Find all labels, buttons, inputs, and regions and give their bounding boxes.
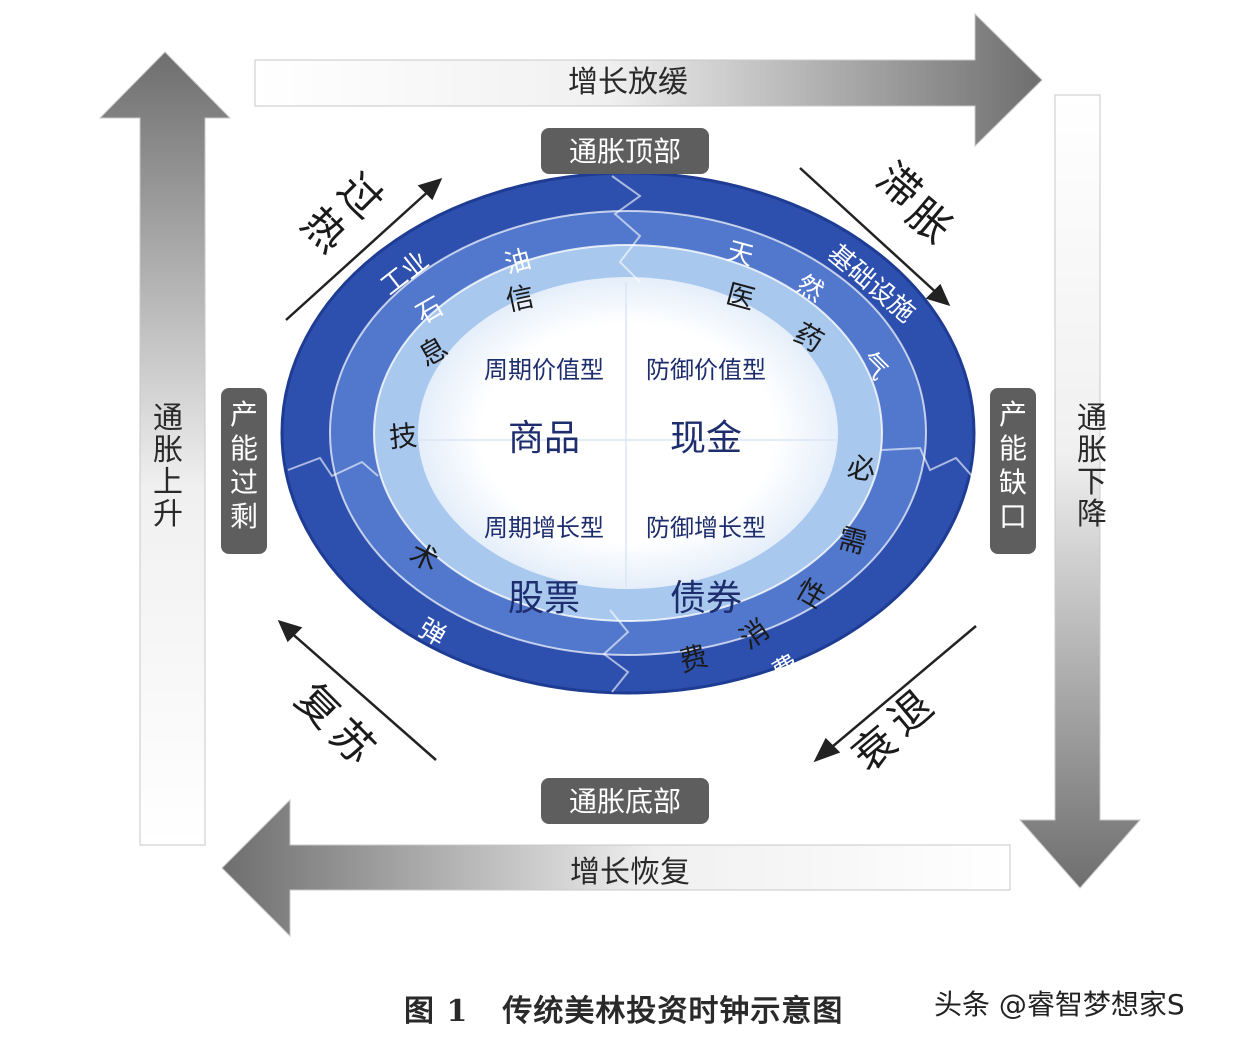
- recession-arrow: [813, 625, 977, 763]
- figure-caption: 图 1 传统美林投资时钟示意图: [404, 986, 843, 1030]
- svg-text:通胀底部: 通胀底部: [569, 785, 681, 818]
- quadrant-stock-type: 周期增长型: [484, 514, 604, 542]
- quadrant-cash-asset: 现金: [670, 418, 742, 459]
- middle-ring-edge: [329, 210, 927, 656]
- svg-text:产: 产: [999, 398, 1027, 431]
- quadrant-bond-type: 防御增长型: [646, 514, 766, 542]
- recovery-arrow: [277, 620, 437, 761]
- left-arrow: [98, 51, 232, 846]
- quadrant-dividers: [420, 282, 838, 588]
- svg-text:剩: 剩: [230, 500, 258, 533]
- badge-right: 产 能 缺 口: [990, 388, 1036, 554]
- badge-bottom: 通胀底部: [541, 778, 709, 824]
- phase-recession-label: 衰 退: [843, 681, 943, 782]
- svg-text:通: 通: [153, 401, 183, 436]
- svg-text:能: 能: [999, 432, 1027, 465]
- stagflation-arrow: [799, 167, 951, 306]
- figure-number: 图 1: [404, 994, 469, 1029]
- figure-title: 传统美林投资时钟示意图: [502, 994, 844, 1029]
- svg-text:通胀顶部: 通胀顶部: [569, 135, 681, 168]
- segment-boundaries: [287, 175, 973, 693]
- quadrant-stock-asset: 股票: [508, 578, 580, 619]
- overheat-arrow: [285, 178, 443, 321]
- outer-label-finance: 金融: [832, 633, 889, 692]
- quadrant-cash-type: 防御价值型: [646, 356, 766, 384]
- center-area: [418, 277, 838, 589]
- svg-text:必: 必: [845, 450, 877, 487]
- quadrant-bond-asset: 债券: [670, 578, 742, 619]
- svg-text:下: 下: [1077, 465, 1107, 500]
- svg-text:胀: 胀: [1077, 433, 1107, 468]
- quadrant-commodity-type: 周期价值型: [484, 356, 604, 384]
- quadrant-commodity: 周期价值型 商品: [484, 356, 604, 459]
- phase-recovery-label: 复 苏: [286, 674, 384, 774]
- svg-text:技: 技: [388, 419, 419, 454]
- svg-text:口: 口: [999, 500, 1027, 533]
- quadrant-cash: 防御价值型 现金: [646, 356, 766, 459]
- badge-top: 通胀顶部: [541, 128, 709, 174]
- quadrant-bond: 防御增长型 债券: [646, 514, 766, 619]
- left-arrow-label: 通 胀 上 升: [153, 401, 183, 532]
- badge-left: 产 能 过 剩: [221, 388, 267, 554]
- svg-text:上: 上: [153, 465, 183, 500]
- bottom-arrow: [221, 798, 1011, 938]
- svg-text:能: 能: [230, 432, 258, 465]
- svg-text:产: 产: [230, 398, 258, 431]
- top-arrow: [254, 12, 1043, 148]
- svg-text:胀: 胀: [153, 433, 183, 468]
- svg-text:消: 消: [663, 691, 694, 725]
- clock-svg: 增长放缓 增长恢复 通 胀 上 升 通 胀 下 降 通胀顶部 通胀底部: [98, 12, 1142, 938]
- top-arrow-label: 增长放缓: [568, 65, 688, 100]
- bottom-arrow-label: 增长恢复: [570, 855, 690, 890]
- phase-stagflation-label: 滞 胀: [867, 153, 961, 254]
- svg-text:过: 过: [230, 466, 258, 499]
- watermark: 头条 @睿智梦想家S: [934, 988, 1185, 1021]
- svg-text:缺: 缺: [999, 466, 1027, 499]
- quadrant-commodity-asset: 商品: [508, 418, 580, 459]
- svg-text:升: 升: [153, 497, 183, 532]
- svg-text:通: 通: [1077, 401, 1107, 436]
- right-arrow: [1018, 94, 1142, 889]
- svg-text:性: 性: [528, 685, 559, 719]
- inner-ring-edge: [373, 244, 883, 622]
- svg-text:信: 信: [503, 280, 537, 318]
- right-arrow-label: 通 胀 下 降: [1077, 401, 1107, 532]
- phase-overheat-label: 过 热: [292, 164, 392, 262]
- quadrant-stock: 周期增长型 股票: [484, 514, 604, 619]
- svg-text:降: 降: [1077, 497, 1107, 532]
